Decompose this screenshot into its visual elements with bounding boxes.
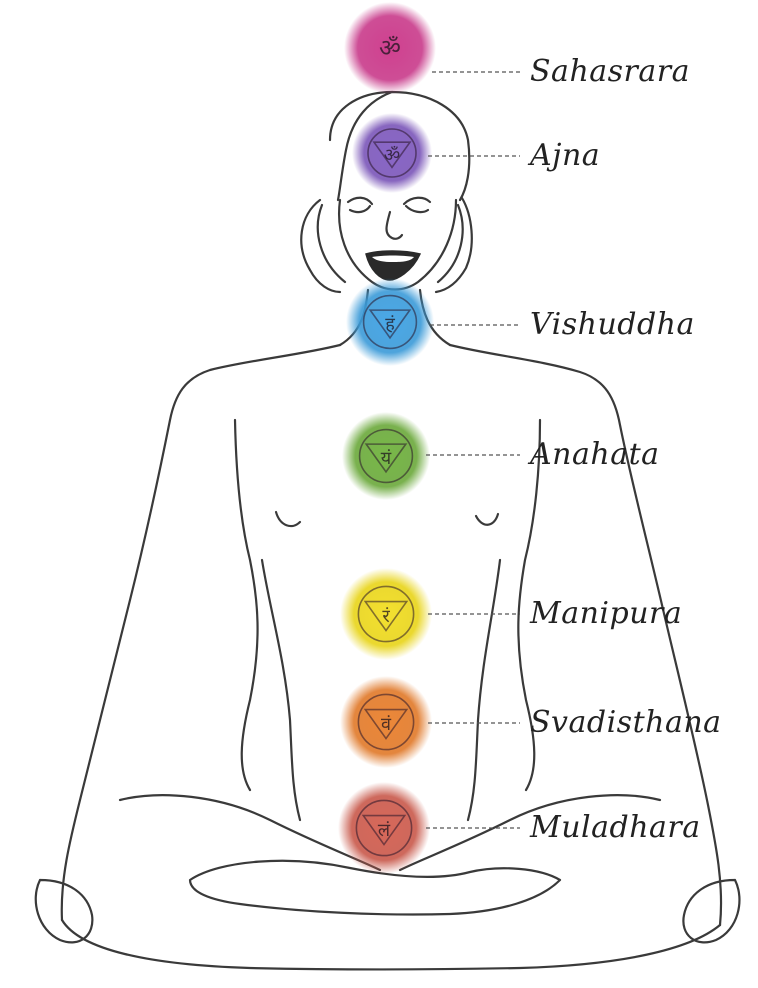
mouth	[366, 251, 420, 280]
chakra-label-svadisthana: Svadisthana	[530, 705, 722, 740]
chakra-label-manipura: Manipura	[529, 596, 682, 631]
right-hand	[683, 880, 739, 942]
legs-outer	[62, 920, 720, 970]
right-eye	[404, 198, 430, 212]
bija-mantra-icon: ॐ	[384, 145, 400, 166]
hair-right-curl	[436, 198, 472, 292]
bija-mantra-icon: वं	[381, 714, 392, 735]
nose	[387, 212, 403, 239]
chakra-anahata: यं Anahata	[342, 412, 660, 500]
left-breast	[276, 512, 300, 526]
bija-mantra-icon: लं	[378, 820, 391, 841]
chakra-label-vishuddha: Vishuddha	[530, 307, 695, 342]
chakra-manipura: रं Manipura	[340, 568, 682, 660]
chakra-label-anahata: Anahata	[527, 437, 660, 472]
right-breast	[476, 514, 498, 525]
bija-mantra-icon: रं	[382, 606, 390, 627]
bija-mantra-icon: यं	[381, 448, 392, 469]
chakra-label-ajna: Ajna	[527, 138, 600, 173]
chakra-muladhara: लं Muladhara	[338, 782, 701, 874]
chakra-layer: ॐ Sahasrara ॐ Ajna हं Vishuddha यं Anahata रं Man…	[338, 2, 722, 874]
chakra-ajna: ॐ Ajna	[352, 113, 600, 193]
left-inner-arm	[235, 420, 258, 790]
chakra-svadisthana: वं Svadisthana	[340, 676, 722, 768]
left-eye	[348, 198, 372, 212]
chakra-label-muladhara: Muladhara	[529, 810, 701, 845]
bija-mantra-icon: ॐ	[379, 34, 401, 62]
bija-mantra-icon: हं	[385, 314, 395, 335]
left-hand	[36, 880, 93, 942]
chakra-sahasrara: ॐ Sahasrara	[344, 2, 690, 94]
torso-left	[262, 560, 300, 820]
torso-right	[468, 560, 500, 820]
chakra-label-sahasrara: Sahasrara	[530, 54, 690, 89]
chakra-vishuddha: हं Vishuddha	[346, 278, 695, 366]
